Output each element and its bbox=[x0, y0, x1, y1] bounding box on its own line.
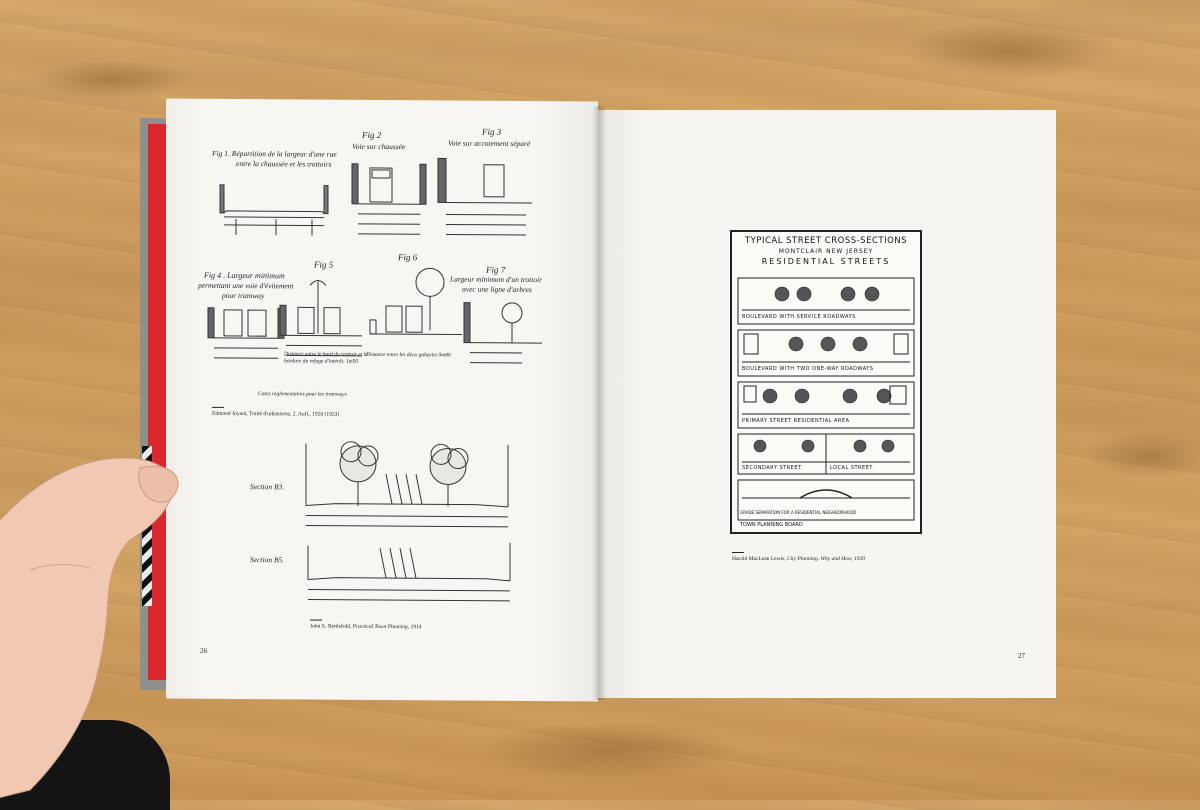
fig5-diagram bbox=[278, 271, 368, 392]
caption-rule bbox=[212, 407, 224, 408]
book-gutter bbox=[592, 106, 606, 700]
page-number-right: 27 bbox=[1018, 652, 1025, 660]
fig7-diagram bbox=[462, 297, 552, 378]
wood-knot bbox=[1080, 430, 1200, 480]
fig7-subtitle-2: avec une ligne d'arbres bbox=[462, 285, 532, 294]
caption-joyant: Edmond Joyant, Traité d'urbanisme, 2. Au… bbox=[212, 411, 339, 418]
caption-lewis: Harold MacLean Lewis, City Planning. Why… bbox=[732, 556, 865, 562]
caption-year: 1914 bbox=[410, 624, 421, 630]
fig6-notes: Distance entre les deux gabarits 0m80 bbox=[366, 352, 466, 360]
section-b3-label: Section B3. bbox=[250, 482, 284, 491]
caption-rule bbox=[732, 552, 744, 553]
section-b5-label: Section B5. bbox=[250, 555, 284, 564]
caption-book-title: City Planning. Why and How, bbox=[787, 556, 853, 562]
poster-title-1: TYPICAL STREET CROSS-SECTIONS bbox=[730, 236, 922, 246]
fig2-subtitle: Voie sur chaussée bbox=[352, 142, 405, 151]
left-page: Fig 1. Répartition de la largeur d'une r… bbox=[166, 98, 598, 701]
fig2-title: Fig 2 bbox=[362, 130, 381, 140]
row4-label-a: SECONDARY STREET bbox=[742, 465, 802, 471]
poster-title-2: MONTCLAIR NEW JERSEY bbox=[730, 248, 922, 255]
fig7-subtitle-1: Largeur minimum d'un trottoir bbox=[450, 274, 542, 284]
fig4-subtitle-2: pour tramway bbox=[222, 291, 264, 300]
street-sections-poster: TYPICAL STREET CROSS-SECTIONS MONTCLAIR … bbox=[730, 230, 922, 534]
wood-knot bbox=[900, 20, 1120, 80]
row4-label-b: LOCAL STREET bbox=[830, 465, 873, 471]
fig3-title: Fig 3 bbox=[482, 127, 501, 137]
row2-label: BOULEVARD WITH TWO ONE-WAY ROADWAYS bbox=[742, 366, 873, 372]
fig5-title: Fig 5 bbox=[314, 260, 333, 270]
poster-frame bbox=[730, 230, 922, 534]
fig4-title: Fig 4 . Largeur minimum bbox=[204, 271, 285, 281]
wood-knot bbox=[480, 720, 740, 780]
open-book: Fig 1. Répartition de la largeur d'une r… bbox=[140, 96, 1060, 706]
section-b3-diagram bbox=[296, 433, 526, 545]
fig3-subtitle: Voie sur accotement séparé bbox=[448, 138, 530, 148]
row1-label: BOULEVARD WITH SERVICE ROADWAYS bbox=[742, 314, 856, 320]
poster-title-3: RESIDENTIAL STREETS bbox=[730, 257, 922, 266]
row3-label: PRIMARY STREET RESIDENTIAL AREA bbox=[742, 418, 850, 424]
page-number-left: 26 bbox=[200, 647, 207, 655]
poster-footer: TOWN PLANNING BOARD bbox=[740, 522, 803, 528]
caption-author: Harold MacLean Lewis, bbox=[732, 556, 786, 562]
caption-rule bbox=[310, 619, 322, 620]
caption-author: John S. Nettlefold, bbox=[310, 623, 351, 629]
fig3-diagram bbox=[436, 152, 536, 248]
fig2-diagram bbox=[350, 156, 430, 252]
fig1-title: Fig 1. Répartition de la largeur d'une r… bbox=[212, 149, 337, 159]
cotes-note: Cotes réglementaires pour les tramways bbox=[258, 391, 347, 398]
hand bbox=[0, 450, 200, 800]
fig4-diagram bbox=[206, 304, 286, 375]
caption-nettlefold: John S. Nettlefold, Practical Town Plann… bbox=[310, 623, 421, 630]
section-b5-diagram bbox=[296, 535, 526, 617]
row5-label: GRADE SEPARATION FOR A RESIDENTIAL NEIGH… bbox=[740, 510, 856, 515]
fig1-subtitle: entre la chaussée et les trottoirs bbox=[236, 159, 331, 169]
caption-year: 1939 bbox=[854, 556, 865, 562]
wood-knot bbox=[30, 60, 190, 100]
caption-book-title: Practical Town Planning, bbox=[353, 624, 409, 630]
fig1-diagram bbox=[216, 175, 336, 246]
fig5-notes: Distance entre le bord du trottoir et la… bbox=[284, 351, 372, 366]
fig7-title: Fig 7 bbox=[486, 265, 505, 275]
